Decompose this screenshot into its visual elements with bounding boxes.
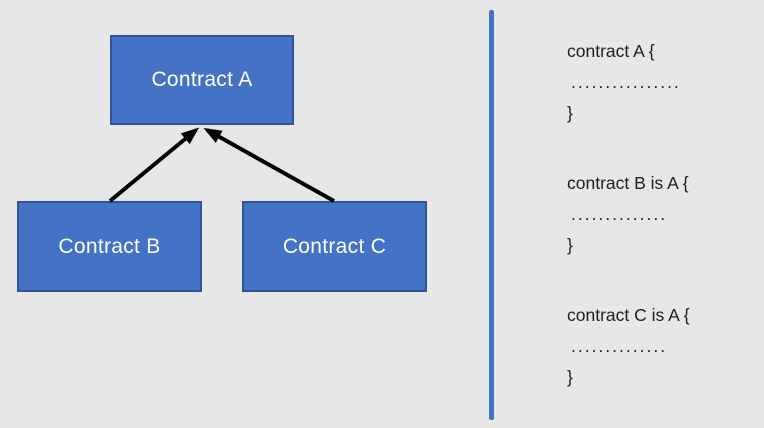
- code-line-header: contract C is A {: [567, 305, 690, 325]
- code-line-footer: }: [567, 367, 573, 387]
- vertical-divider: [489, 10, 494, 420]
- node-contract-c-label: Contract C: [282, 234, 387, 258]
- node-contract-a: Contract A: [110, 35, 294, 125]
- node-contract-a-label: Contract A: [151, 68, 253, 91]
- arrow-c-to-a: [203, 128, 335, 203]
- node-contract-c: Contract C: [242, 201, 427, 292]
- code-block-contract-c: contract C is A { .............. }: [567, 300, 690, 393]
- code-panel: contract A { ................ } contract…: [567, 36, 690, 428]
- code-line-body: ................: [571, 72, 681, 92]
- code-block-contract-b: contract B is A { .............. }: [567, 168, 690, 261]
- code-line-header: contract A {: [567, 41, 655, 61]
- code-line-body: ..............: [571, 204, 668, 224]
- code-line-footer: }: [567, 103, 573, 123]
- code-line-header: contract B is A {: [567, 173, 689, 193]
- code-line-body: ..............: [571, 336, 668, 356]
- code-block-contract-a: contract A { ................ }: [567, 36, 690, 129]
- arrow-b-to-a: [108, 127, 200, 203]
- code-line-footer: }: [567, 235, 573, 255]
- node-contract-b: Contract B: [17, 201, 202, 292]
- node-contract-b-label: Contract B: [58, 234, 161, 258]
